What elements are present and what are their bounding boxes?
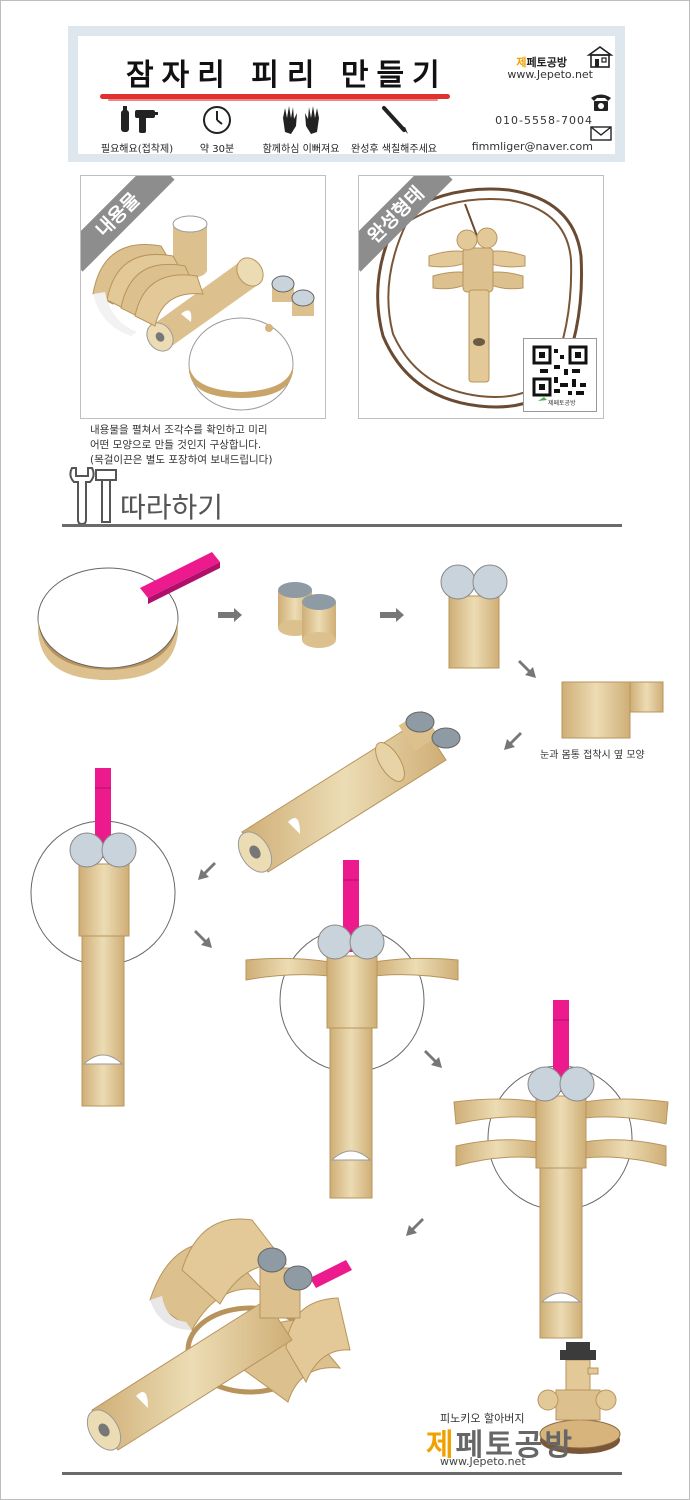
wing-pieces xyxy=(92,244,204,336)
arrow-icon xyxy=(424,1050,442,1068)
contents-photo: 내용물 xyxy=(80,175,326,419)
title-underline xyxy=(100,94,450,99)
house-icon xyxy=(586,46,614,68)
requirement-together: 함께하심 이뻐져요 xyxy=(256,104,346,155)
section-title: 따라하기 xyxy=(120,491,224,524)
envelope-icon xyxy=(590,126,612,141)
header-phone: 010-5558-7004 xyxy=(495,114,593,127)
pencil-icon xyxy=(382,106,408,134)
telephone-icon xyxy=(591,94,611,111)
requirement-paint: 완성후 색칠해주세요 xyxy=(346,104,442,155)
qr-caption: 제페토공방 xyxy=(548,399,576,407)
glue-gun-icon xyxy=(121,106,158,133)
arrow-icon xyxy=(406,1218,424,1236)
requirement-label: 필요해요(접착제) xyxy=(100,144,174,155)
step-9-final-assembly xyxy=(86,1218,352,1451)
step-2-eyes xyxy=(278,582,336,648)
header-website: www.Jepeto.net xyxy=(507,68,593,81)
requirement-time: 약 30분 xyxy=(182,104,252,155)
requirement-label: 약 30분 xyxy=(199,144,235,155)
requirement-label: 완성후 색칠해주세요 xyxy=(351,144,437,155)
footer-website: www.Jepeto.net xyxy=(440,1455,526,1468)
arrow-icon xyxy=(380,608,404,622)
arrow-icon xyxy=(198,862,216,880)
tools-icon xyxy=(69,467,117,526)
requirement-label: 함께하심 이뻐져요 xyxy=(262,144,340,155)
bottom-divider xyxy=(62,1472,622,1475)
parts-illustration xyxy=(92,215,315,411)
qr-code[interactable]: 제페토공방 xyxy=(523,338,597,412)
note-line: 어떤 모양으로 만들 것인지 구상합니다. xyxy=(90,439,262,451)
page-title: 잠자리 피리 만들기 xyxy=(126,58,448,93)
step-7-two-wings xyxy=(245,860,459,1199)
arrow-icon xyxy=(504,732,522,750)
step-4-side-view xyxy=(561,681,664,739)
assembly-steps xyxy=(30,552,669,1454)
step-3-body-front xyxy=(440,564,508,669)
arrow-icon xyxy=(194,930,212,948)
header-card: 잠자리 피리 만들기 필요해요(접착제) 약 30분 xyxy=(68,26,625,162)
arrow-icon xyxy=(218,608,242,622)
step-1-disk xyxy=(37,552,220,680)
side-view-caption: 눈과 몸통 접착시 옆 모양 xyxy=(540,750,645,761)
footer-brand: 제페토공방 xyxy=(426,1428,575,1463)
qr-code-icon: 제페토공방 xyxy=(532,345,588,407)
header-inner: 잠자리 피리 만들기 필요해요(접착제) 약 30분 xyxy=(78,36,615,155)
header-brand: 제페토공방 xyxy=(516,56,567,69)
title-underline-shadow xyxy=(108,99,438,101)
section-divider xyxy=(62,524,622,527)
header-email: fimmliger@naver.com xyxy=(471,140,593,153)
pinocchio-mascot xyxy=(537,1342,621,1454)
finished-photo: 제페토공방 완성형태 xyxy=(358,175,604,419)
requirement-glue: 필요해요(접착제) xyxy=(96,104,178,155)
footer-subtitle: 피노키오 할아버지 xyxy=(440,1412,525,1425)
note-line: 내용물을 펼쳐서 조각수를 확인하고 미리 xyxy=(90,424,268,436)
arrow-icon xyxy=(518,660,536,678)
clock-icon xyxy=(203,106,231,134)
step-6-front-assembly xyxy=(30,768,176,1107)
contents-note: 내용물을 펼쳐서 조각수를 확인하고 미리 어떤 모양으로 만들 것인지 구상합… xyxy=(90,423,272,468)
note-line: (목걸이끈은 별도 포장하여 보내드립니다) xyxy=(90,454,273,466)
hands-icon xyxy=(283,106,319,134)
step-8-four-wings xyxy=(453,1000,669,1339)
step-5-tube xyxy=(237,710,461,873)
